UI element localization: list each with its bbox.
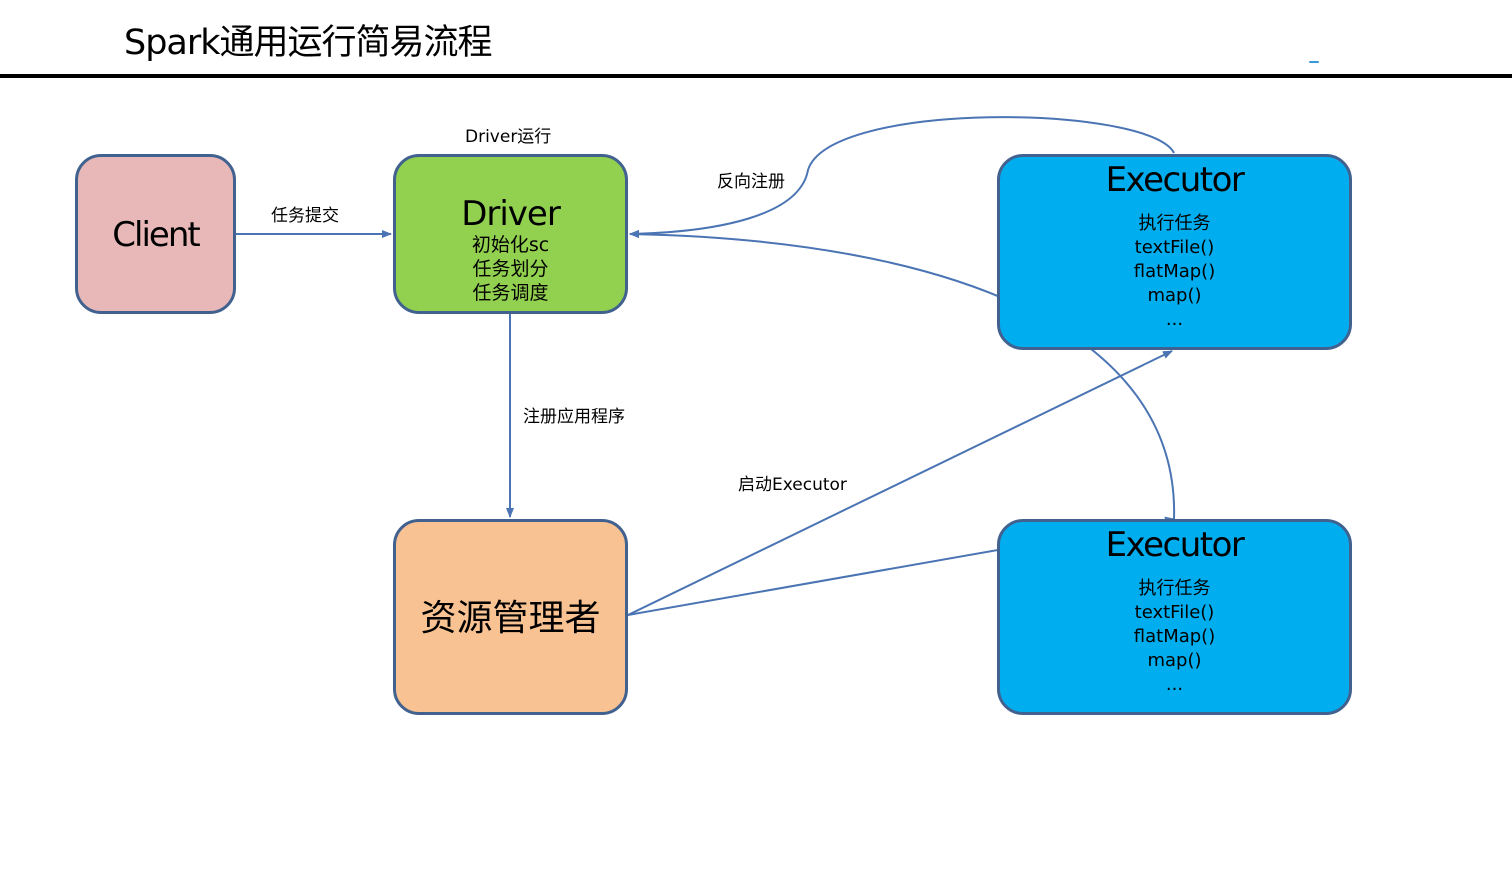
executor-task-line: 执行任务 <box>1138 578 1211 599</box>
executor-label: Executor <box>1105 525 1245 565</box>
executor-label: Executor <box>1105 160 1245 200</box>
executor-task-line: flatMap() <box>1133 626 1216 647</box>
driver-responsibilities: 初始化sc 任务划分 任务调度 <box>396 233 625 305</box>
edge-reverse-register-label: 反向注册 <box>717 172 785 192</box>
executor-task-line: map() <box>1147 285 1202 306</box>
driver-caption: Driver运行 <box>465 127 552 147</box>
resource-manager-label: 资源管理者 <box>420 598 601 639</box>
edge-start-executor-label: 启动Executor <box>738 475 847 495</box>
driver-line: 任务调度 <box>472 282 549 304</box>
driver-label: Driver <box>461 194 561 234</box>
page-title: Spark通用运行简易流程 <box>124 23 493 63</box>
driver-node: Driver 初始化sc 任务划分 任务调度 <box>393 154 628 314</box>
title-accent-mark <box>1309 61 1319 63</box>
executor-task-line: map() <box>1147 650 1202 671</box>
edge-submit-label: 任务提交 <box>271 206 339 226</box>
executor-task-line: ... <box>1165 674 1184 695</box>
resource-manager-node: 资源管理者 <box>393 519 628 715</box>
client-node: Client <box>75 154 236 314</box>
executor-tasks: 执行任务 textFile() flatMap() map() ... <box>1000 577 1349 697</box>
edge-register-app-label: 注册应用程序 <box>523 407 625 427</box>
driver-line: 初始化sc <box>471 234 550 256</box>
title-divider <box>0 74 1512 78</box>
executor-node-1: Executor 执行任务 textFile() flatMap() map()… <box>997 154 1352 350</box>
executor-task-line: ... <box>1165 309 1184 330</box>
executor-node-2: Executor 执行任务 textFile() flatMap() map()… <box>997 519 1352 715</box>
client-label: Client <box>112 215 200 255</box>
driver-line: 任务划分 <box>472 258 549 280</box>
executor-task-line: 执行任务 <box>1138 213 1211 234</box>
executor-task-line: textFile() <box>1134 602 1215 623</box>
executor-task-line: flatMap() <box>1133 261 1216 282</box>
executor-tasks: 执行任务 textFile() flatMap() map() ... <box>1000 212 1349 332</box>
executor-task-line: textFile() <box>1134 237 1215 258</box>
